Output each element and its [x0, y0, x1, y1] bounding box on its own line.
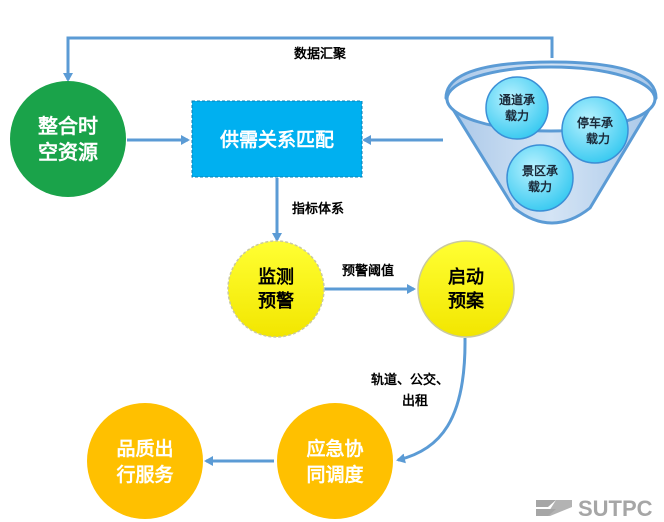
- bubble-channel-capacity: 通道承 载力: [485, 76, 549, 140]
- bubble-scenic-line2: 载力: [528, 179, 552, 194]
- node-monitor-line2: 预警: [258, 290, 294, 312]
- node-quality-travel-service: 品质出 行服务: [87, 403, 203, 519]
- data-collection-arrow: [63, 36, 554, 82]
- bubble-parking-line2: 载力: [586, 131, 610, 146]
- edge-label-index-system: 指标体系: [292, 201, 344, 217]
- node-monitor-line1: 监测: [258, 266, 294, 288]
- bubble-parking-line1: 停车承: [577, 115, 613, 130]
- node-integrate-resources: 整合时 空资源: [10, 81, 126, 197]
- node-start-plan: 启动 预案: [417, 240, 515, 338]
- capacity-funnel: 通道承 载力 停车承 载力 景区承 载力: [444, 60, 658, 225]
- node-emergency-coordination: 应急协 同调度: [277, 403, 393, 519]
- bubble-channel-line1: 通道承: [499, 92, 535, 107]
- sutpc-logo-text: SUTPC: [578, 496, 653, 521]
- bubble-parking-capacity: 停车承 载力: [561, 96, 629, 164]
- edge-label-data-collection: 数据汇聚: [294, 46, 347, 62]
- node-plan-line1: 启动: [448, 266, 484, 288]
- bubble-channel-line2: 载力: [505, 108, 529, 123]
- bubble-scenic-capacity: 景区承 载力: [506, 144, 574, 212]
- plan-to-coordinate-arrow: [396, 337, 467, 464]
- sutpc-logo: SUTPC: [536, 496, 653, 521]
- edge-label-warning-threshold: 预警阈值: [342, 263, 394, 279]
- node-plan-line2: 预案: [448, 290, 485, 312]
- edge-label-transport-line1: 轨道、公交、: [371, 372, 449, 388]
- node-service-line2: 行服务: [115, 463, 174, 486]
- bubble-scenic-line1: 景区承: [522, 164, 558, 178]
- node-matching-label: 供需关系匹配: [219, 128, 334, 151]
- node-monitor-warning: 监测 预警: [227, 240, 325, 338]
- edge-label-transport-line2: 出租: [402, 393, 428, 409]
- node-coordinate-line1: 应急协: [306, 437, 363, 460]
- node-service-line1: 品质出: [116, 437, 173, 460]
- node-integrate-line1: 整合时: [37, 114, 98, 138]
- node-supply-demand-matching: 供需关系匹配: [191, 100, 363, 178]
- node-integrate-line2: 空资源: [38, 140, 98, 164]
- node-coordinate-line2: 同调度: [306, 463, 364, 486]
- sutpc-logo-icon: [536, 500, 572, 516]
